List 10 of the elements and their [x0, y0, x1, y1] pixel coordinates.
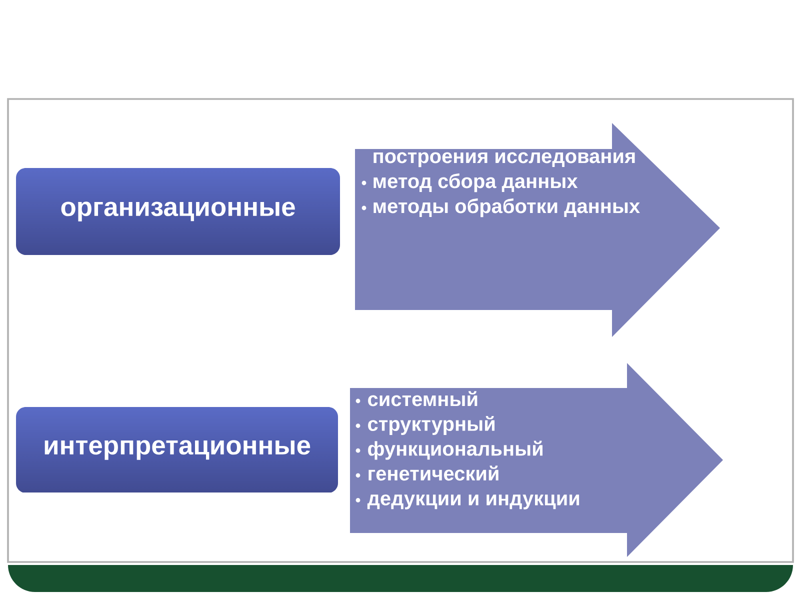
box-label: интерпретационные	[44, 440, 310, 460]
list-item: системный	[368, 391, 478, 406]
list-item: функциональный	[368, 440, 542, 460]
list-item: дедукции и индукции	[367, 494, 580, 510]
box-label: организационные	[61, 202, 295, 222]
list-item: структурный	[368, 416, 494, 435]
list-item: генетический	[368, 466, 498, 481]
list-item: построения исследования	[374, 152, 635, 168]
list-item: методы обработки данных	[374, 198, 640, 218]
list-item: метод сбора данных	[374, 173, 578, 192]
